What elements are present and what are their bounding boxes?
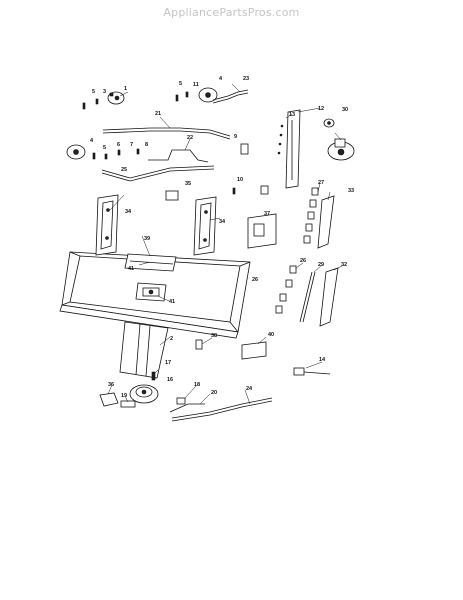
gas-tube-22[interactable]: [148, 149, 209, 163]
control-panel-37[interactable]: [247, 213, 277, 249]
heat-plate[interactable]: [124, 253, 177, 272]
left-side-bracket[interactable]: [95, 194, 119, 256]
callout-13: 13: [289, 112, 295, 118]
callout-10: 10: [237, 177, 243, 183]
tube-19[interactable]: [120, 400, 136, 408]
callout-33: 33: [348, 188, 354, 194]
callout-36: 36: [108, 382, 114, 388]
callout-5a: 5: [92, 89, 95, 95]
base-column[interactable]: [119, 321, 169, 379]
callout-23: 23: [243, 76, 249, 82]
callout-22: 22: [187, 135, 193, 141]
callout-39: 39: [144, 236, 150, 242]
callout-24: 24: [246, 386, 253, 392]
callout-21: 21: [155, 111, 161, 117]
callout-5c: 5: [103, 145, 106, 151]
callout-27: 27: [318, 180, 324, 186]
callout-5b: 5: [179, 81, 182, 87]
callout-25: 25: [121, 167, 127, 173]
clip-38[interactable]: [195, 339, 203, 350]
callout-41a: 41: [128, 266, 134, 272]
callout-4b: 4: [90, 138, 94, 144]
spark-17[interactable]: [151, 371, 156, 381]
site-watermark: AppliancePartsPros.com: [163, 6, 300, 19]
callout-37: 37: [264, 211, 270, 217]
callout-40: 40: [268, 332, 274, 338]
callout-1: 1: [124, 86, 127, 92]
tube-20[interactable]: [169, 403, 205, 413]
knob-30[interactable]: [323, 118, 335, 128]
callout-2: 2: [170, 336, 173, 342]
bracket-35[interactable]: [165, 190, 179, 201]
valve-stack-27[interactable]: [303, 187, 319, 244]
rail-32[interactable]: [319, 267, 339, 327]
side-burner-16[interactable]: [129, 384, 159, 404]
gas-tube-21[interactable]: [102, 127, 231, 140]
callout-26b: 26: [252, 277, 258, 283]
callout-14: 14: [319, 357, 326, 363]
callout-32: 32: [341, 262, 347, 268]
rail-33[interactable]: [317, 195, 335, 249]
callout-35: 35: [185, 181, 191, 187]
callout-6: 6: [117, 142, 120, 148]
callout-30: 30: [342, 107, 348, 113]
rod-29[interactable]: [299, 271, 316, 323]
callout-8: 8: [145, 142, 148, 148]
callout-17: 17: [165, 360, 171, 366]
leader-lines: [107, 83, 345, 405]
center-burner[interactable]: [135, 282, 167, 302]
callout-3: 3: [103, 89, 106, 95]
right-side-bracket[interactable]: [193, 196, 217, 256]
callout-20: 20: [211, 390, 217, 396]
callout-16: 16: [167, 377, 173, 383]
callout-18: 18: [194, 382, 200, 388]
callout-34a: 34: [125, 209, 132, 215]
callout-38: 38: [211, 333, 217, 339]
valve-stack-26[interactable]: [275, 265, 297, 314]
spark-electrodes-13: [277, 124, 284, 155]
igniter-28[interactable]: [260, 185, 269, 195]
callout-12: 12: [318, 106, 324, 112]
manifold-12[interactable]: [285, 109, 301, 189]
callout-11: 11: [193, 82, 199, 88]
callout-26a: 26: [300, 258, 306, 264]
callout-labels: 5 3 1 5 11 4 23 21 13 12 30 4 22 9 5 6 7…: [90, 76, 354, 399]
regulator-31[interactable]: [327, 138, 355, 161]
battery-box-40[interactable]: [241, 341, 267, 360]
callout-4a: 4: [219, 76, 223, 82]
valve-top-left[interactable]: [107, 91, 125, 105]
orifice-18[interactable]: [176, 397, 186, 405]
screw-set: [82, 91, 236, 195]
callout-19: 19: [121, 393, 127, 399]
gas-tube-25[interactable]: [101, 165, 215, 182]
bracket-36[interactable]: [99, 392, 119, 407]
callout-9: 9: [234, 134, 237, 140]
valve-center[interactable]: [198, 87, 218, 103]
orifice-9[interactable]: [240, 143, 249, 155]
callout-34b: 34: [219, 219, 226, 225]
igniter-14[interactable]: [293, 367, 331, 376]
valve-left[interactable]: [66, 144, 86, 160]
gas-tube-24[interactable]: [171, 397, 273, 422]
callout-41b: 41: [169, 299, 175, 305]
callout-7: 7: [130, 142, 133, 148]
gas-tube-23[interactable]: [212, 89, 249, 104]
callout-29: 29: [318, 262, 324, 268]
